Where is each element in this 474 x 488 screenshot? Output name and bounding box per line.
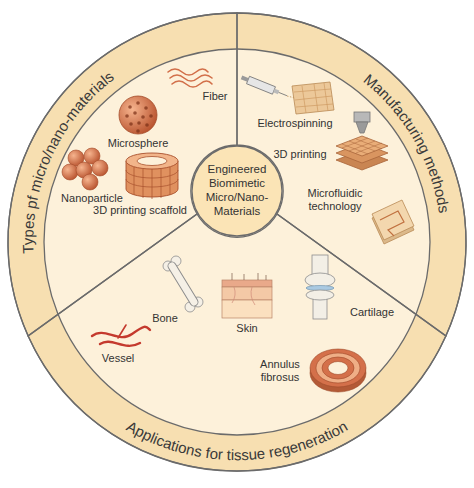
hub-circle: Engineered Biomimetic Micro/Nano-Materia… <box>191 145 283 237</box>
scaffold-icon <box>137 157 167 166</box>
scaffold-icon <box>126 153 178 169</box>
microfluidic-icon <box>380 211 404 236</box>
scaffold-icon <box>126 167 178 199</box>
sector-outline <box>28 214 446 471</box>
item-label: Microfluidic technology <box>300 187 370 212</box>
microsphere-icon <box>141 115 145 119</box>
microsphere-icon <box>144 106 148 110</box>
skin-icon <box>222 300 272 318</box>
annulus-icon <box>328 362 348 375</box>
cartilage-icon <box>305 273 335 287</box>
hub-title: Engineered Biomimetic Micro/Nano-Materia… <box>198 145 276 237</box>
microsphere-icon <box>145 123 149 127</box>
vessel-icon <box>100 342 140 346</box>
nanoparticle-icon <box>62 164 78 180</box>
printing-icon <box>356 122 368 133</box>
printing-icon <box>354 112 370 122</box>
hub-outline <box>192 146 282 236</box>
electrospinning-icon <box>294 83 333 113</box>
annulus-icon <box>322 357 354 379</box>
cartilage-icon <box>306 290 334 300</box>
outer-ring <box>8 13 466 471</box>
skin-icon <box>222 273 272 318</box>
electrospinning-icon <box>292 82 334 114</box>
electrospinning-icon <box>273 89 279 95</box>
skin-icon <box>222 280 272 287</box>
electrospinning-icon <box>240 74 334 114</box>
printing-icon <box>336 136 388 156</box>
item-label: Annulus fibrosus <box>250 358 310 383</box>
electrospinning-icon <box>247 76 276 94</box>
microsphere-icon <box>119 96 157 134</box>
inner-disk <box>44 49 430 435</box>
bone-icon <box>163 256 203 312</box>
sector-heading: Types pf micro/nano-materials <box>19 67 117 254</box>
microsphere-icon <box>125 114 129 118</box>
item-label: Bone <box>145 312 185 325</box>
sector-outline <box>237 13 466 336</box>
vessel-icon <box>118 325 126 338</box>
item-label: Fiber <box>190 90 240 103</box>
skin-icon <box>232 273 266 280</box>
item-label: Skin <box>227 322 267 335</box>
microfluidic-icon <box>372 200 414 240</box>
microsphere-icon <box>137 121 141 125</box>
sector-outline <box>8 13 237 336</box>
electrospinning-icon <box>240 74 288 100</box>
nanoparticle-icon <box>92 160 108 176</box>
item-label: Nanoparticle <box>52 192 132 205</box>
cartilage-icon <box>305 255 335 319</box>
microsphere-icon <box>128 105 132 109</box>
microsphere-icon <box>149 114 153 118</box>
microsphere-icon <box>133 111 137 115</box>
annulus-icon <box>310 349 366 392</box>
fiber-icon <box>172 81 212 87</box>
annulus-icon <box>310 349 366 387</box>
electrospinning-icon <box>279 92 287 95</box>
nanoparticle-icon <box>62 148 108 190</box>
sector-heading: Types pf micro/nano-materials <box>19 67 117 254</box>
item-label: Cartilage <box>342 306 402 319</box>
printing-icon <box>342 138 382 154</box>
annulus-icon <box>316 353 360 383</box>
sector-heading: Manufacturing methods <box>361 70 453 214</box>
electrospinning-icon <box>241 76 249 82</box>
fiber-icon <box>168 69 212 87</box>
microsphere-icon <box>119 96 157 134</box>
nanoparticle-icon <box>82 174 98 190</box>
item-label: Microsphere <box>98 137 178 150</box>
bone-icon <box>172 266 194 302</box>
item-label: Electrospinning <box>250 117 340 130</box>
item-label: 3D printing scaffold <box>85 204 195 217</box>
scaffold-icon <box>134 167 170 199</box>
fiber-icon <box>170 75 212 81</box>
bone-icon <box>172 266 194 302</box>
microsphere-icon <box>136 101 140 105</box>
sector-heading: Applications for tissue regeneration <box>124 417 350 463</box>
microfluidic-icon <box>372 200 414 244</box>
item-label: Vessel <box>93 352 143 365</box>
sector-heading: Manufacturing methods <box>361 70 453 214</box>
microsphere-icon <box>136 129 140 133</box>
fiber-icon <box>168 69 208 75</box>
skin-icon <box>222 287 272 300</box>
microsphere-icon <box>125 101 153 133</box>
scaffold-icon <box>126 153 178 199</box>
printing-icon <box>336 112 388 170</box>
sector-heading: Applications for tissue regeneration <box>124 417 350 463</box>
skin-icon <box>232 287 255 305</box>
microsphere-icon <box>129 122 133 126</box>
item-label: 3D printing <box>265 148 335 161</box>
vessel-icon <box>92 325 150 346</box>
